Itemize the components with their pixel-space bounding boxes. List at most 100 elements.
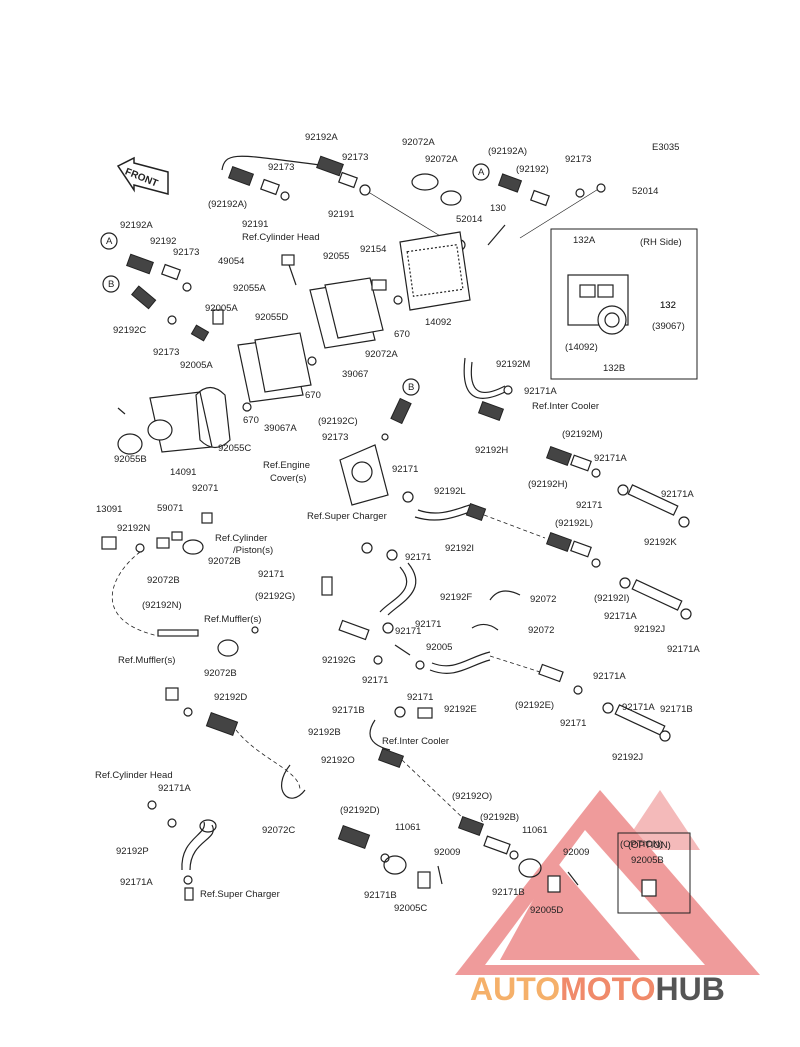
part-label: B	[108, 279, 114, 290]
part-label: Ref.Cylinder Head	[242, 232, 320, 243]
part-label: 92192H	[475, 445, 508, 456]
part-label: 92171A	[594, 453, 627, 464]
part-label: 92192A	[305, 132, 338, 143]
part-label: 92192N	[117, 523, 150, 534]
part-label: 92055C	[218, 443, 251, 454]
part-label: 92173	[153, 347, 179, 358]
part-label: 130	[490, 203, 506, 214]
part-label: (92192B)	[480, 812, 519, 823]
inset-title: (RH Side)	[640, 237, 682, 248]
part-label: 92171A	[158, 783, 191, 794]
option-label: (OPTION)	[628, 840, 671, 851]
part-label: 92171A	[524, 386, 557, 397]
part-label: 92072A	[425, 154, 458, 165]
part-label: 132	[660, 300, 676, 311]
part-label: 92173	[342, 152, 368, 163]
part-label: 92071	[192, 483, 218, 494]
part-label: 92171	[415, 619, 441, 630]
rh-side-inset-box	[550, 228, 698, 380]
watermark-auto: AUTO	[470, 971, 560, 1007]
part-label: /Piston(s)	[233, 545, 273, 556]
part-label: 92192K	[644, 537, 677, 548]
part-label: 39067A	[264, 423, 297, 434]
part-label: 14091	[170, 467, 196, 478]
part-label: 670	[305, 390, 321, 401]
part-label: 92005B	[631, 855, 664, 866]
part-label: 92192B	[308, 727, 341, 738]
part-label: 92055D	[255, 312, 288, 323]
part-label: 92192P	[116, 846, 149, 857]
part-label: 92072B	[204, 668, 237, 679]
part-label: 92171	[560, 718, 586, 729]
part-label: 92192M	[496, 359, 530, 370]
part-label: 92171B	[364, 890, 397, 901]
part-label: Cover(s)	[270, 473, 306, 484]
part-label: Ref.Super Charger	[307, 511, 387, 522]
part-label: 92072A	[365, 349, 398, 360]
part-label: 92171	[258, 569, 284, 580]
part-label: 92173	[322, 432, 348, 443]
part-label: (14092)	[565, 342, 598, 353]
part-label: 92009	[434, 847, 460, 858]
part-label: 92173	[173, 247, 199, 258]
part-label: 670	[243, 415, 259, 426]
part-label: 92191	[328, 209, 354, 220]
part-label: 92192A	[120, 220, 153, 231]
part-label: (OPTION)	[620, 839, 663, 850]
part-label: Ref.Super Charger	[200, 889, 280, 900]
part-label: 92171	[362, 675, 388, 686]
part-label: A	[106, 236, 113, 247]
part-label: (92192I)	[594, 593, 629, 604]
parts-group	[100, 155, 692, 901]
part-label: 92192G	[322, 655, 356, 666]
part-label: 92055	[323, 251, 349, 262]
part-label: 92171A	[622, 702, 655, 713]
part-label: 92072B	[208, 556, 241, 567]
part-labels: 92192A921739219192072A92072A(92192A)(921…	[95, 132, 700, 916]
part-label: Ref.Inter Cooler	[532, 401, 599, 412]
part-label: (92192E)	[515, 700, 554, 711]
watermark-moto: MOTO	[560, 971, 655, 1007]
part-label: (92192O)	[452, 791, 492, 802]
part-label: Ref.Cylinder Head	[95, 770, 173, 781]
part-label: 92192F	[440, 592, 472, 603]
part-label: 92005C	[394, 903, 427, 914]
part-label: B	[408, 382, 414, 393]
part-label: 92055B	[114, 454, 147, 465]
part-label: 39067	[342, 369, 368, 380]
part-label: 92192E	[444, 704, 477, 715]
front-arrow-icon: FRONT	[116, 156, 169, 195]
part-label: 92171B	[332, 705, 365, 716]
watermark-hub: HUB	[655, 971, 724, 1007]
part-label: 92171	[407, 692, 433, 703]
part-label: 92072	[530, 594, 556, 605]
part-label: 92192J	[634, 624, 665, 635]
part-label: 92192L	[434, 486, 466, 497]
part-label: 92171	[392, 464, 418, 475]
part-label: (92192H)	[528, 479, 568, 490]
part-label: 49054	[218, 256, 244, 267]
diagram-code: E3035	[652, 142, 679, 153]
part-label: (39067)	[652, 321, 685, 332]
part-label: 14092	[425, 317, 451, 328]
part-label: Ref.Inter Cooler	[382, 736, 449, 747]
part-label: 92171	[395, 626, 421, 637]
part-label: Ref.Engine	[263, 460, 310, 471]
part-label: (92192L)	[555, 518, 593, 529]
part-label: (92192N)	[142, 600, 182, 611]
part-label: 92192D	[214, 692, 247, 703]
part-label: Ref.Muffler(s)	[204, 614, 261, 625]
watermark-text: AUTOMOTOHUB	[470, 971, 725, 1007]
part-label: 92005D	[530, 905, 563, 916]
part-label: (92192C)	[318, 416, 358, 427]
part-label: 92191	[242, 219, 268, 230]
part-label: 92192I	[445, 543, 474, 554]
part-label: 92072B	[147, 575, 180, 586]
part-label: 92055A	[233, 283, 266, 294]
part-label: (92192A)	[208, 199, 247, 210]
part-label: 92171A	[604, 611, 637, 622]
part-label: 92009	[563, 847, 589, 858]
part-label: 92171A	[593, 671, 626, 682]
part-label: 92171A	[667, 644, 700, 655]
option-inset-box	[617, 832, 691, 914]
